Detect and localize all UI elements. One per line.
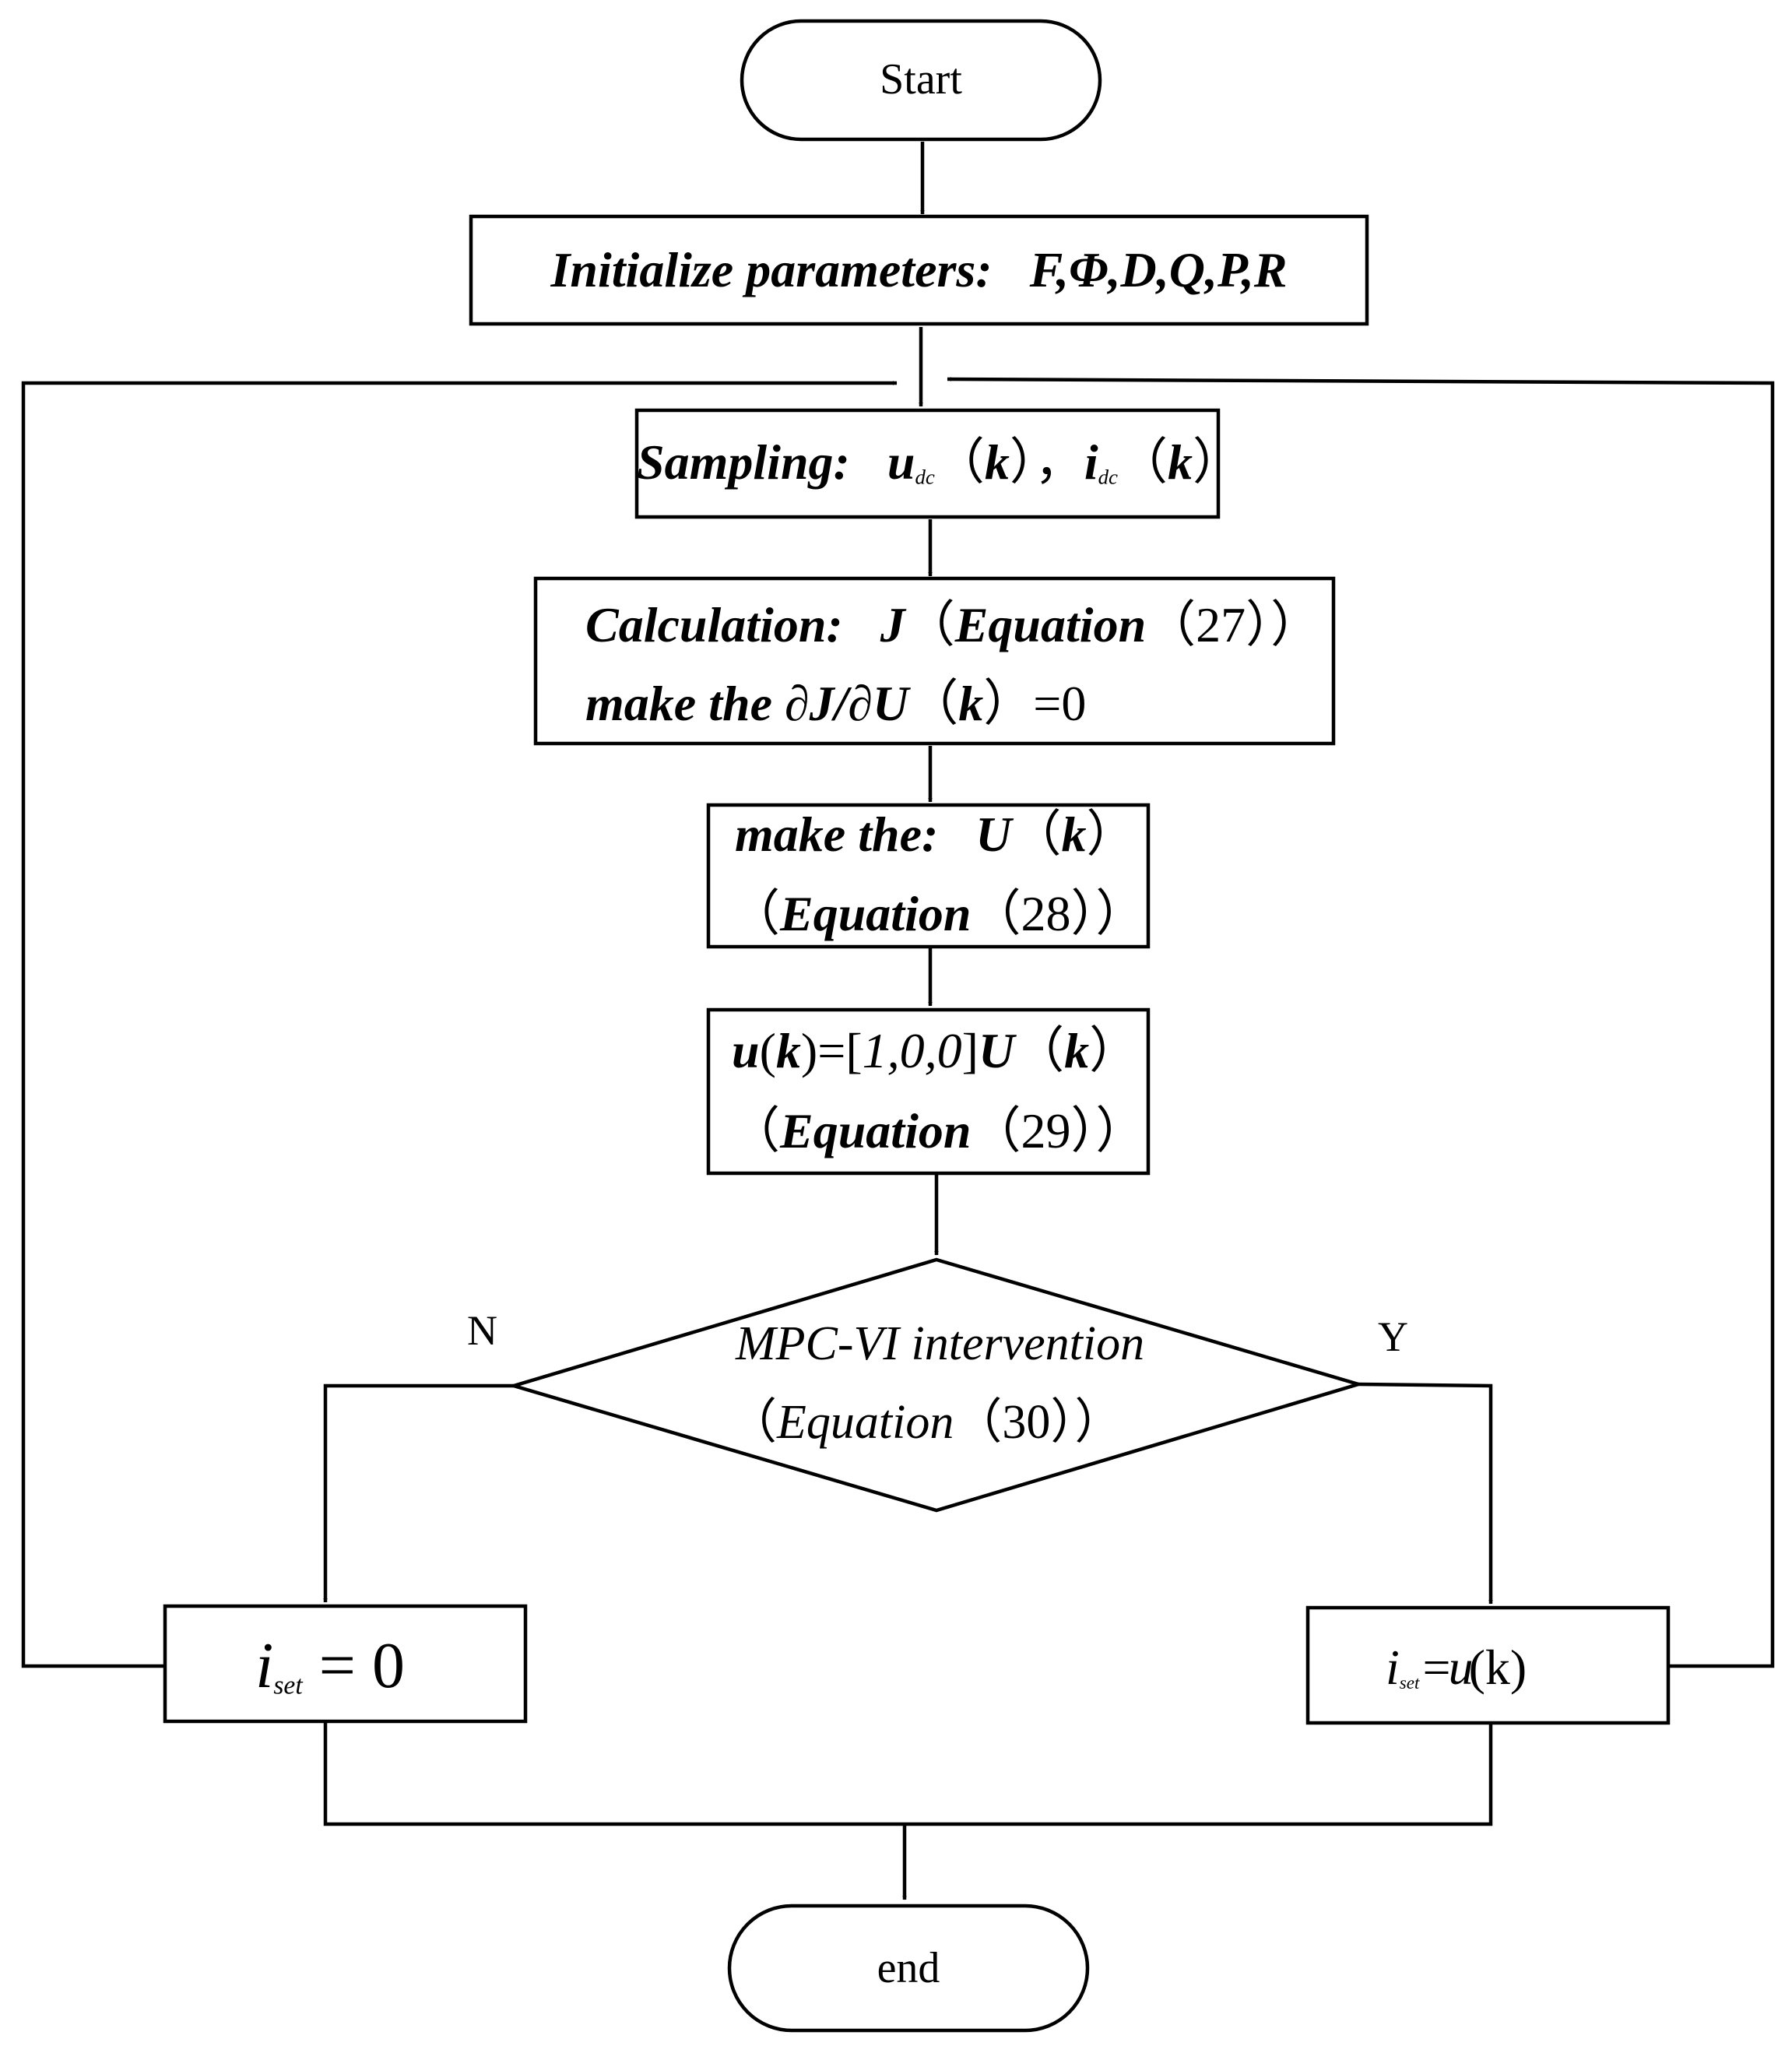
decision-diamond bbox=[508, 1257, 1365, 1513]
calculation-line1: Calculation: J（Equation（27）） bbox=[585, 597, 1321, 652]
init-text: Initialize parameters: F,Φ,D,Q,P,R bbox=[471, 245, 1367, 295]
make-u-prefix: make the bbox=[735, 807, 922, 862]
loop-yes-back bbox=[947, 377, 1775, 1668]
merge-line bbox=[323, 1721, 1493, 1826]
yes-action-k: (k) bbox=[1468, 1640, 1527, 1695]
calculation-J: J bbox=[880, 597, 905, 652]
sampling-sep: : bbox=[833, 434, 850, 490]
connector-decision-yes bbox=[1358, 1382, 1493, 1605]
sampling-i-sub: dc bbox=[1098, 465, 1118, 489]
u-select-equation-number: 29 bbox=[1021, 1103, 1071, 1158]
connector-decision-no bbox=[323, 1383, 514, 1603]
yes-action-box bbox=[1305, 1605, 1671, 1725]
u-select-box bbox=[706, 1007, 1151, 1176]
calculation-sep: : bbox=[826, 597, 843, 652]
u-select-k: k bbox=[775, 1023, 801, 1078]
make-u-line1: make the: U（k） bbox=[735, 807, 1137, 862]
no-action-i: i bbox=[255, 1629, 274, 1702]
decision-equation-word: Equation bbox=[777, 1396, 954, 1449]
make-u-k: k bbox=[1061, 807, 1087, 862]
start-terminator bbox=[740, 19, 1102, 142]
loop-no-back bbox=[21, 381, 898, 1668]
init-label: Initialize parameters bbox=[550, 242, 976, 297]
sampling-u-sub: dc bbox=[915, 465, 935, 489]
u-select-U: U bbox=[978, 1023, 1015, 1078]
calculation-equation-word: Equation bbox=[954, 597, 1147, 652]
u-select-U-k: k bbox=[1064, 1023, 1090, 1078]
calculation-equation-number: 27 bbox=[1196, 597, 1246, 652]
init-params: F,Φ,D,Q,P,R bbox=[1029, 242, 1288, 297]
no-action-rhs: = 0 bbox=[318, 1629, 406, 1702]
sampling-label: Sampling bbox=[637, 434, 834, 490]
u-select-equation-word: Equation bbox=[780, 1103, 972, 1158]
no-action-text: iset = 0 bbox=[255, 1633, 405, 1699]
make-u-U: U bbox=[975, 807, 1012, 862]
yes-action-text: iset=u(k) bbox=[1386, 1643, 1527, 1693]
make-u-line2: （Equation（28）） bbox=[730, 886, 1146, 941]
sampling-i-k: k bbox=[1167, 434, 1193, 490]
init-box bbox=[469, 214, 1369, 326]
decision-equation-number: 30 bbox=[1002, 1396, 1051, 1449]
end-terminator bbox=[727, 1904, 1090, 2033]
calculation-line2: make the ∂J/∂U（k）=0 bbox=[585, 676, 1087, 731]
sampling-text: Sampling: udc（k），idc（k） bbox=[637, 434, 1242, 490]
yes-action-u: =u bbox=[1419, 1640, 1473, 1695]
make-u-equation-word: Equation bbox=[780, 886, 972, 941]
u-select-u: u bbox=[732, 1023, 760, 1078]
init-sep: : bbox=[975, 242, 993, 297]
no-action-box bbox=[163, 1604, 528, 1724]
calculation-zero: =0 bbox=[1033, 676, 1087, 731]
sampling-comma: ， bbox=[1034, 434, 1084, 490]
sampling-u-k: k bbox=[984, 434, 1010, 490]
decision-line2: （Equation（30）） bbox=[729, 1396, 1123, 1449]
make-u-equation-number: 28 bbox=[1021, 886, 1071, 941]
yes-action-i: i bbox=[1386, 1640, 1400, 1695]
u-select-line1: u(k)=[1,0,0]U（k） bbox=[732, 1023, 1140, 1078]
yes-label: Y bbox=[1378, 1313, 1408, 1360]
no-action-sub: set bbox=[273, 1671, 303, 1700]
sampling-i: i bbox=[1084, 434, 1098, 490]
sampling-u: u bbox=[887, 434, 915, 490]
u-select-vector: 1,0,0 bbox=[862, 1023, 962, 1078]
yes-action-sub: set bbox=[1399, 1672, 1420, 1693]
sampling-box bbox=[634, 408, 1221, 519]
decision-line1: MPC-VI intervention bbox=[736, 1317, 1145, 1370]
no-label: N bbox=[467, 1307, 497, 1354]
u-select-line2: （Equation（29）） bbox=[730, 1103, 1146, 1158]
calculation-box bbox=[533, 576, 1336, 746]
calculation-label: Calculation bbox=[585, 597, 827, 652]
start-label: Start bbox=[880, 55, 962, 104]
make-u-box bbox=[706, 803, 1151, 949]
make-u-sep: : bbox=[921, 807, 939, 862]
calculation-k: k bbox=[958, 676, 984, 731]
calculation-derivative: make the ∂J/∂U bbox=[585, 676, 909, 731]
end-label: end bbox=[877, 1944, 940, 1992]
